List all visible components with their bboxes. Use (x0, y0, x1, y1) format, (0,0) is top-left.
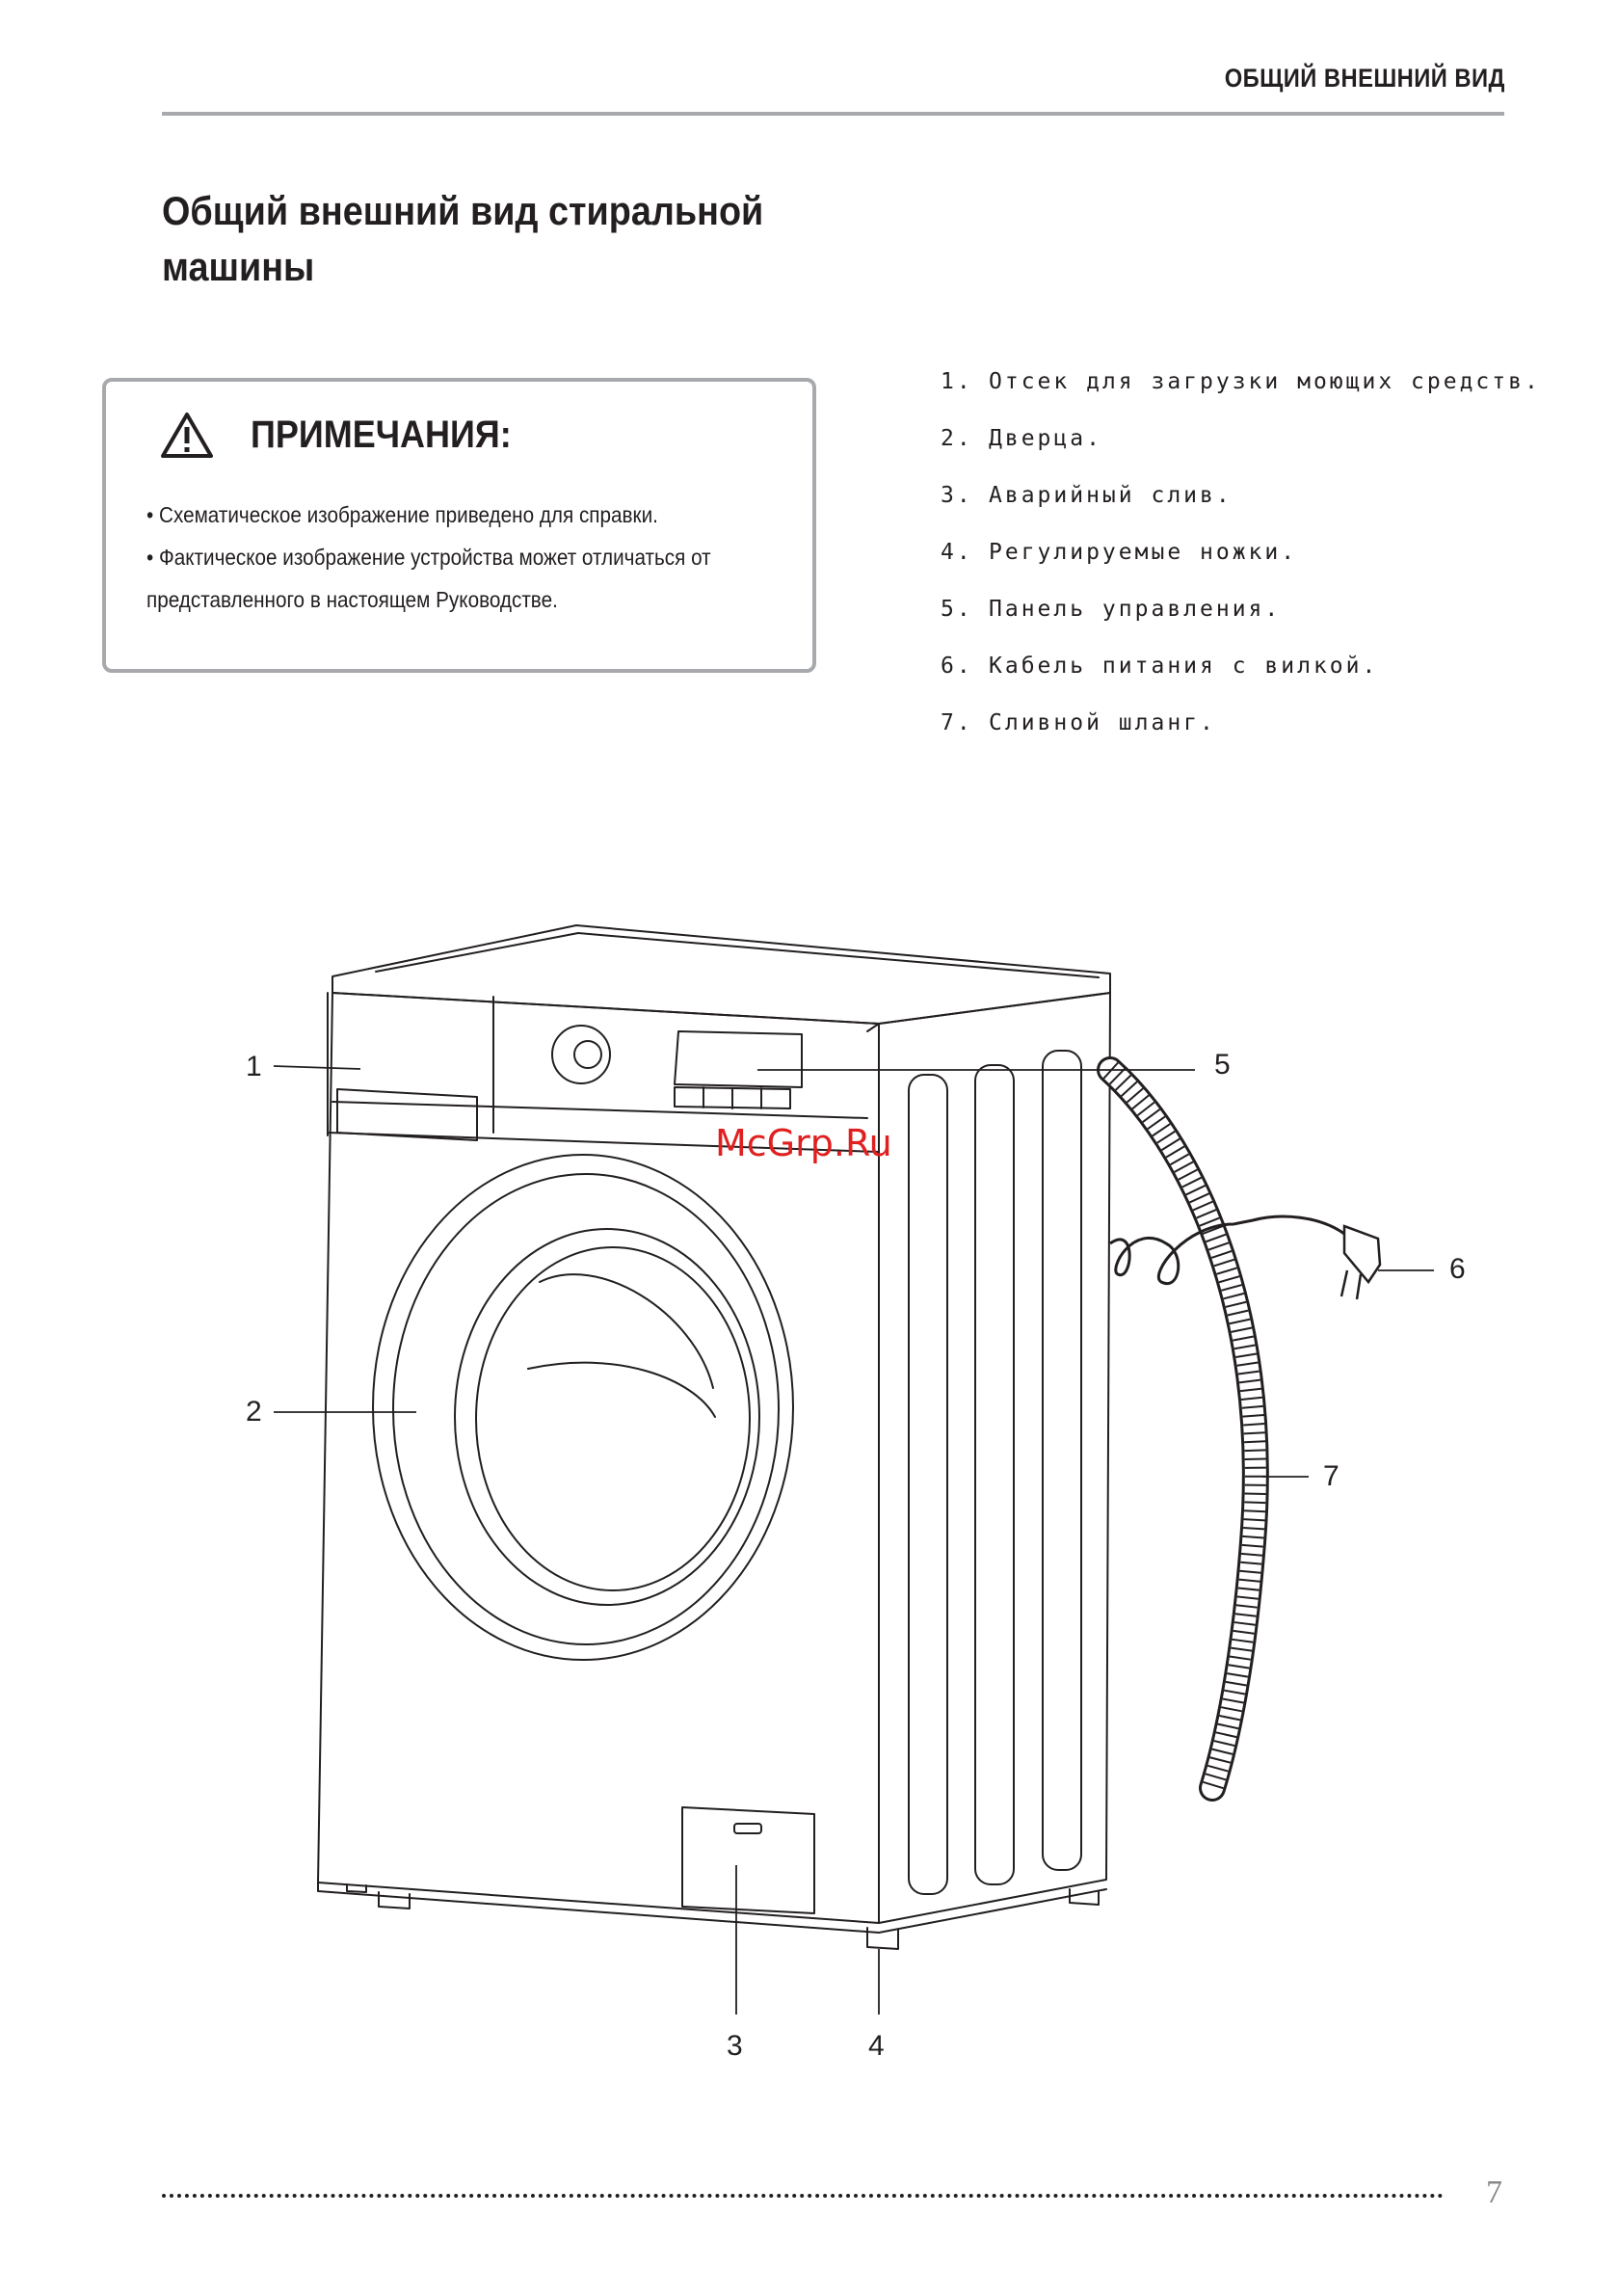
page-title: Общий внешний вид стиральной машины (162, 188, 764, 289)
list-item: 7.Сливной шланг. (941, 710, 1216, 735)
header-divider (162, 112, 1504, 116)
list-item: 6.Кабель питания с вилкой. (941, 654, 1379, 679)
list-item: 3.Аварийный слив. (941, 483, 1233, 508)
note-line: • Схематическое изображение приведено дл… (146, 502, 658, 527)
note-box: ПРИМЕЧАНИЯ: • Схематическое изображение … (102, 378, 816, 673)
list-item: 5.Панель управления. (941, 597, 1282, 622)
callout-5: 5 (1214, 1049, 1231, 1081)
note-header: ПРИМЕЧАНИЯ: (160, 411, 541, 459)
callout-3: 3 (727, 2030, 743, 2062)
page-number: 7 (1486, 2175, 1502, 2210)
callout-2: 2 (246, 1396, 262, 1428)
list-item: 4.Регулируемые ножки. (941, 540, 1298, 565)
parts-list: 1.Отсек для загрузки моющих средств. 2.Д… (941, 362, 1541, 761)
watermark: McGrp.Ru (715, 1122, 892, 1164)
list-item: 2.Дверца. (941, 426, 1102, 451)
footer-divider (162, 2194, 1444, 2198)
section-header: ОБЩИЙ ВНЕШНИЙ ВИД (1224, 64, 1505, 93)
note-text: • Схематическое изображение приведено дл… (146, 494, 802, 621)
list-item: 1.Отсек для загрузки моющих средств. (941, 369, 1541, 394)
callout-6: 6 (1449, 1253, 1466, 1285)
callout-1: 1 (246, 1051, 262, 1082)
note-title: ПРИМЕЧАНИЯ: (251, 413, 512, 456)
warning-triangle-icon (161, 413, 213, 458)
callout-7: 7 (1323, 1460, 1339, 1492)
callout-4: 4 (868, 2030, 885, 2062)
note-line: представленного в настоящем Руководстве. (146, 587, 558, 612)
note-line: • Фактическое изображение устройства мож… (146, 545, 711, 570)
